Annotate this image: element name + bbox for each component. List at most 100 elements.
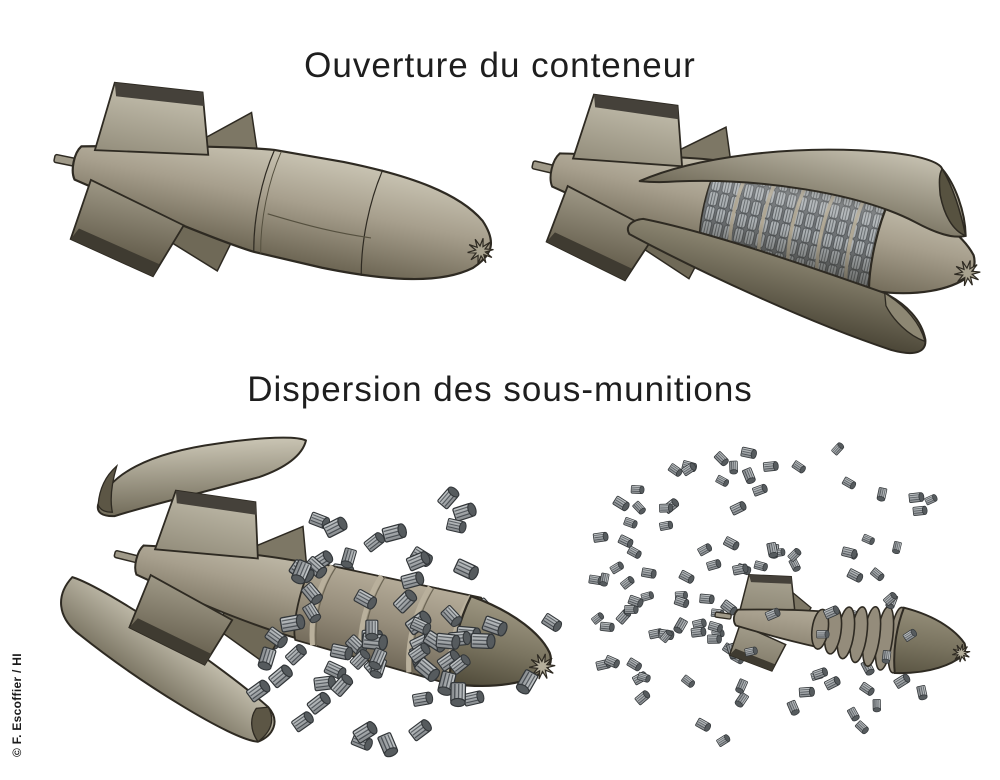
body-seam-3 <box>360 169 384 276</box>
submunition <box>339 547 358 570</box>
tail-fin-lower <box>545 184 658 282</box>
submunition <box>678 569 696 585</box>
submunition <box>791 459 808 475</box>
submunition <box>713 450 731 468</box>
submunition <box>715 474 731 488</box>
submunition <box>830 441 846 456</box>
submunition <box>892 672 912 690</box>
submunition <box>741 466 757 486</box>
submunition <box>786 699 801 717</box>
submunition <box>612 495 632 513</box>
figure-closed-container <box>53 81 494 281</box>
tail-fin-upper-edge <box>175 490 257 515</box>
submunition <box>869 567 886 583</box>
submunition <box>840 546 859 560</box>
submunition <box>881 649 892 665</box>
submunition <box>861 533 876 546</box>
submunition <box>912 505 928 517</box>
submunition <box>306 689 333 716</box>
submunition <box>436 484 462 510</box>
submunition <box>751 483 769 497</box>
figure-empty-spindle <box>714 574 971 675</box>
submunition <box>365 619 379 641</box>
submunition <box>882 590 899 607</box>
submunition <box>694 717 713 733</box>
body-seam-1 <box>253 149 276 252</box>
shell-sheet-interior <box>97 464 119 513</box>
submunition <box>376 731 400 760</box>
submunition <box>540 612 564 634</box>
shell-half-upper-interior <box>938 167 967 238</box>
tail-fin-lower-edge <box>729 648 775 671</box>
submunition <box>854 720 871 736</box>
submunition <box>823 675 842 691</box>
submunition <box>876 486 888 503</box>
submunition <box>762 460 780 472</box>
submunition <box>599 621 616 633</box>
submunition <box>690 626 707 638</box>
nose-fuze-star <box>467 238 494 264</box>
submunition <box>640 567 658 580</box>
submunition <box>733 691 750 709</box>
tail-fin-lower-edge <box>129 618 212 665</box>
submunition <box>462 689 486 707</box>
submunition <box>631 500 647 516</box>
submunition <box>290 709 316 733</box>
submunition <box>908 491 925 504</box>
submunition <box>734 678 749 695</box>
submunition <box>891 540 902 555</box>
submunition <box>740 446 758 460</box>
submunition <box>729 500 748 516</box>
submunition <box>841 476 858 491</box>
submunition <box>634 689 652 706</box>
body-seam-2 <box>260 151 282 254</box>
tail-fin-upper-edge <box>593 94 679 120</box>
submunition <box>381 522 409 543</box>
submunition <box>658 503 674 513</box>
submunition <box>858 681 876 698</box>
submunition <box>680 674 697 689</box>
submunition <box>846 706 861 723</box>
submunition <box>445 517 468 535</box>
submunition <box>707 634 722 644</box>
submunition <box>916 684 929 701</box>
submunition <box>798 686 816 698</box>
tail-fin-lower <box>69 178 185 278</box>
tail-fin-upper-edge <box>749 574 793 584</box>
shell-joint-line <box>267 213 372 239</box>
submunition <box>451 501 479 523</box>
submunition <box>623 516 639 530</box>
submunition <box>267 662 295 689</box>
submunition <box>812 666 830 681</box>
submunition <box>753 560 769 572</box>
submunition <box>452 557 481 582</box>
submunition <box>872 698 882 713</box>
submunition <box>705 558 723 572</box>
submunition <box>816 630 830 639</box>
submunition <box>715 733 732 748</box>
submunition <box>729 460 739 475</box>
submunition <box>619 574 636 590</box>
submunition <box>846 567 865 584</box>
submunition <box>630 485 645 495</box>
submunition <box>284 642 309 667</box>
submunition <box>405 549 433 572</box>
nose-fuze-star <box>952 644 971 663</box>
figure-dispersing-core <box>113 489 556 688</box>
shell-half-upper-flying <box>96 436 307 518</box>
submunition <box>672 616 689 635</box>
submunition <box>626 545 643 560</box>
submunition <box>470 632 496 650</box>
nose-cone <box>893 606 967 675</box>
shell-sheet <box>96 436 307 518</box>
submunition <box>626 657 644 673</box>
submunition <box>598 572 610 588</box>
section-title-dispersion: Dispersion des sous-munitions <box>247 370 753 409</box>
submunition <box>787 546 803 563</box>
shell-half-lower-interior <box>883 291 926 343</box>
tail-fin-lower <box>128 573 234 666</box>
submunition <box>924 493 939 506</box>
submunition <box>696 542 714 557</box>
